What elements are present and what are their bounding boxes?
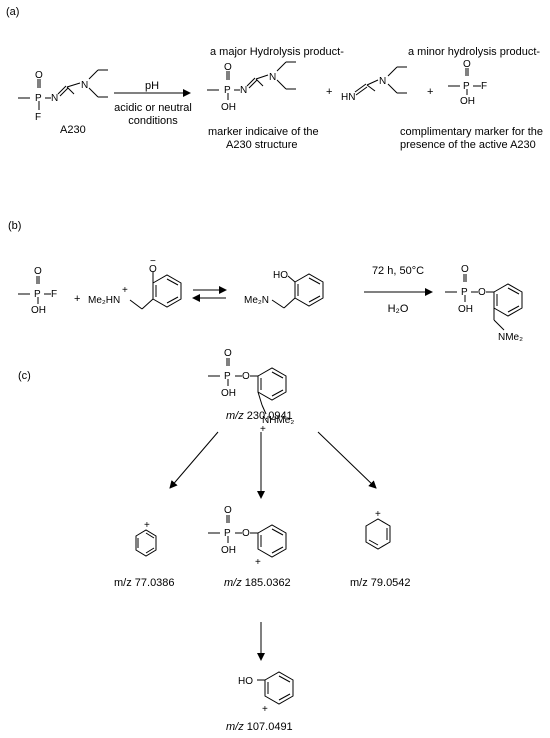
atom-label: F (481, 81, 487, 92)
fragment-4-mz-prefix: m/z (226, 721, 244, 733)
panel-c-label: (c) (18, 370, 31, 382)
atom-label: F (35, 112, 41, 123)
atom-label: N (51, 93, 58, 104)
atom-label: P (35, 93, 42, 104)
reaction-arrow-b-top: 72 h, 50°C (371, 265, 425, 277)
atom-label: N (269, 72, 276, 83)
fragment-2-mz-value: 185.0362 (244, 577, 291, 589)
atom-label: P (224, 528, 231, 539)
structure-b-phenol (271, 273, 324, 309)
structure-b-fluoridate (18, 276, 51, 304)
atom-label: P (461, 287, 468, 298)
minor-product-note-2: presence of the active A230 (400, 139, 536, 151)
atom-label: O (224, 62, 232, 73)
atom-label: O (34, 266, 42, 277)
structure-fragment-4 (257, 671, 294, 705)
structure-c-parent (208, 358, 287, 415)
parent-ion-mz: m/z 230.0941 (226, 410, 293, 423)
major-product-note-2: A230 structure (226, 139, 298, 151)
atom-label: O (224, 505, 232, 516)
structure-major-product (207, 61, 296, 100)
atom-label: + (255, 557, 261, 568)
reaction-arrow-b-bottom: H₂O (387, 303, 409, 315)
atom-label: NMe₂ (498, 332, 523, 343)
fragment-2-mz: m/z 185.0362 (224, 577, 291, 590)
reaction-arrow-a-bottom-2: conditions (128, 115, 178, 127)
atom-label: Me₂N (244, 295, 269, 306)
reagent-name-a230: A230 (60, 124, 86, 136)
atom-label: O (35, 70, 43, 81)
fragment-4-mz-value: 107.0491 (246, 721, 293, 733)
fragmentation-arrow-3 (317, 431, 377, 489)
structure-b-phenolate (129, 272, 182, 310)
atom-label: HO (273, 270, 288, 281)
parent-ion-mz-value: 230.0941 (246, 410, 293, 422)
atom-label: − (150, 256, 156, 267)
atom-label: O (149, 264, 157, 275)
minor-product-title: a minor hydrolysis product- (408, 46, 541, 58)
plus-sign-b: + (74, 293, 81, 305)
structure-b-product (445, 274, 523, 331)
atom-label: + (375, 509, 381, 520)
atom-label: F (51, 289, 57, 300)
atom-label: N (379, 76, 386, 87)
atom-label: P (224, 371, 231, 382)
atom-label: HN (341, 92, 355, 103)
structure-amidine (354, 66, 407, 96)
panel-a-label: (a) (6, 6, 20, 18)
atom-label: P (224, 85, 231, 96)
atom-label: Me₂HN (88, 295, 120, 306)
structure-fragment-1 (135, 529, 157, 557)
structure-a230 (18, 69, 108, 110)
atom-label: OH (221, 388, 236, 399)
fragment-3-mz: m/z 79.0542 (350, 577, 411, 589)
atom-label: O (242, 528, 250, 539)
fragmentation-arrow-1 (169, 431, 219, 489)
fragment-4-mz: m/z 107.0491 (226, 721, 293, 734)
atom-label: + (144, 520, 150, 531)
atom-label: N (81, 80, 88, 91)
major-product-title: a major Hydrolysis product- (210, 46, 344, 58)
major-product-note-1: marker indicaive of the (208, 126, 319, 138)
atom-label: O (478, 287, 486, 298)
atom-label: P (463, 81, 470, 92)
structure-minor-product (448, 68, 481, 95)
atom-label: HO (238, 676, 253, 687)
atom-label: O (224, 348, 232, 359)
atom-label: O (461, 264, 469, 275)
atom-label: + (262, 704, 268, 715)
atom-label: P (34, 289, 41, 300)
reaction-arrow-a-bottom-1: acidic or neutral (114, 102, 192, 114)
atom-label: O (242, 371, 250, 382)
atom-label: OH (458, 304, 473, 315)
atom-label: OH (460, 96, 475, 107)
panel-b-label: (b) (8, 220, 22, 232)
atom-label: OH (221, 102, 236, 113)
parent-ion-mz-prefix: m/z (226, 410, 244, 422)
minor-product-note-1: complimentary marker for the (400, 126, 544, 138)
atom-label: O (463, 59, 471, 70)
atom-label: + (122, 285, 128, 296)
fragment-2-mz-prefix: m/z (224, 577, 242, 589)
fragment-1-mz: m/z 77.0386 (114, 577, 175, 589)
atom-label: N (240, 85, 247, 96)
reaction-arrow-a-top: pH (144, 80, 160, 92)
atom-label: OH (31, 305, 46, 316)
atom-label: OH (221, 545, 236, 556)
structure-fragment-2 (208, 515, 287, 558)
plus-sign-a-1: + (326, 86, 333, 98)
structure-fragment-3 (365, 518, 391, 550)
plus-sign-a-2: + (427, 86, 434, 98)
atom-label: + (260, 424, 266, 435)
atom-label: NHMe₂ (262, 415, 294, 426)
